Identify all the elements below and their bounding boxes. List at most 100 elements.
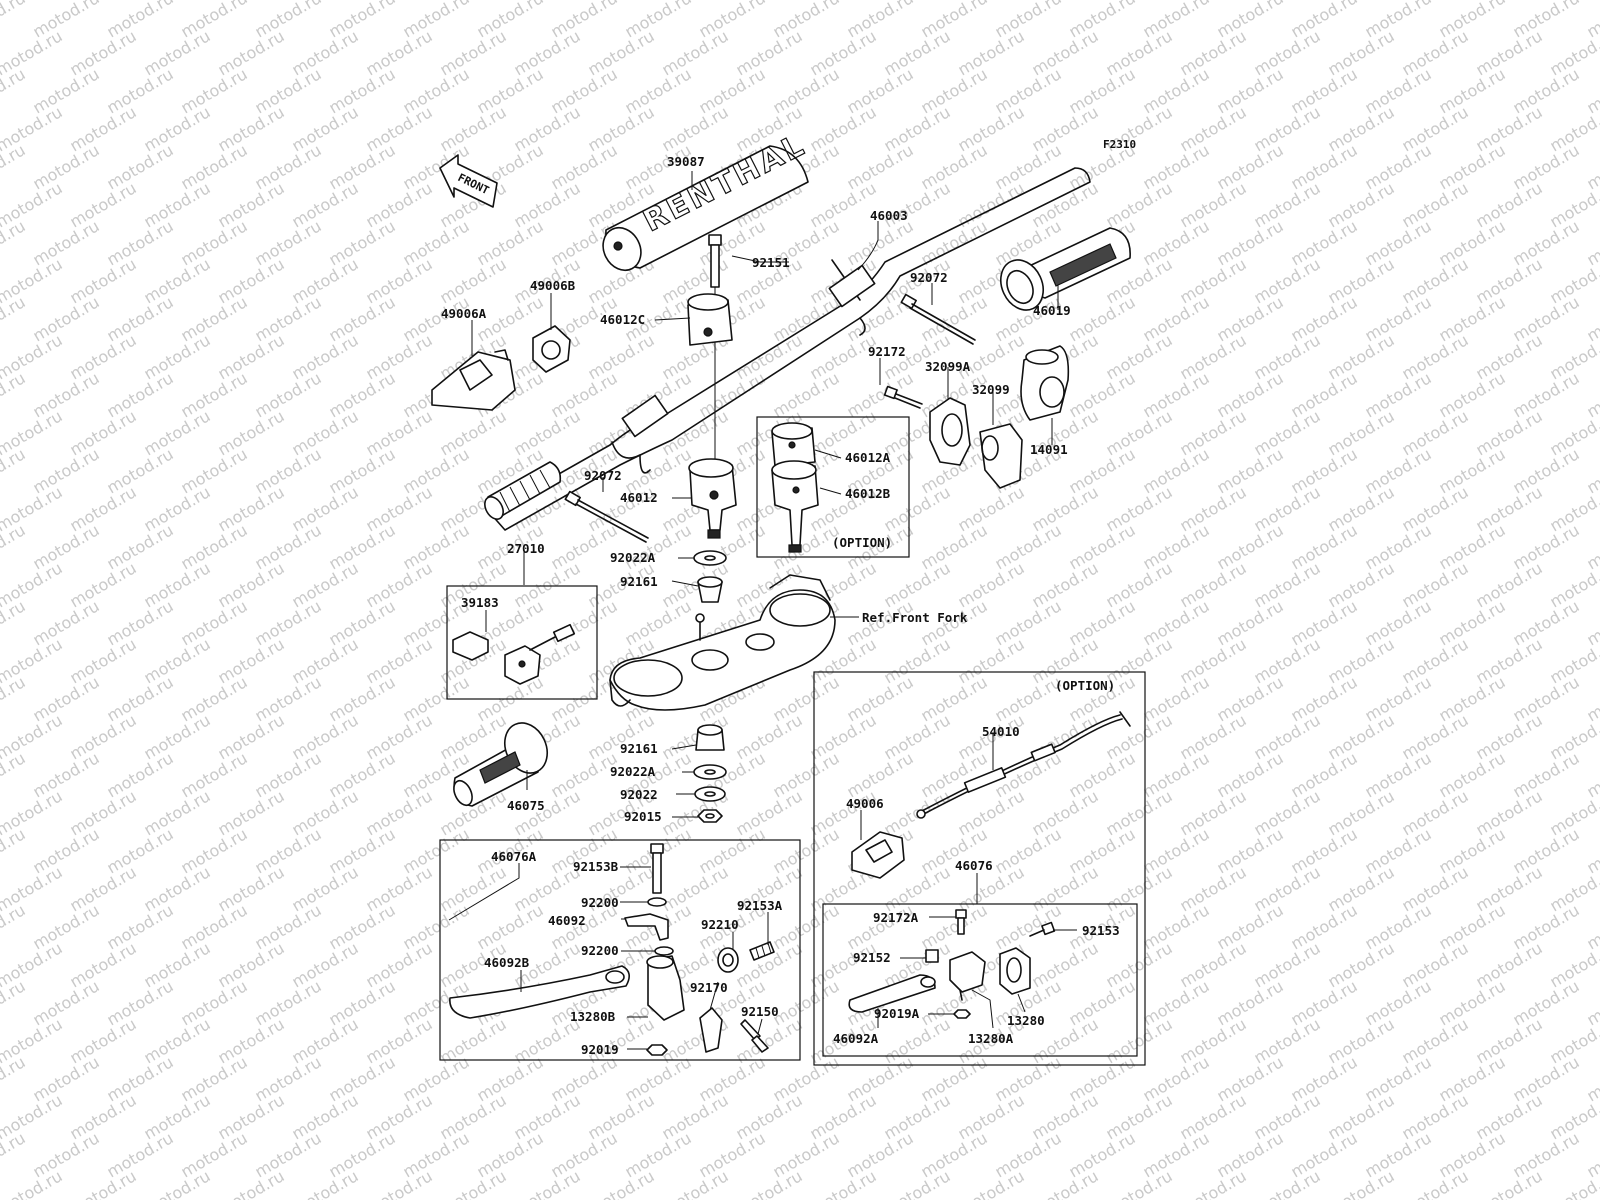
- watermark-text: motod.ru: [363, 1090, 436, 1143]
- watermark-text: motod.ru: [1362, 1128, 1435, 1181]
- part-label-54010: 54010: [982, 724, 1020, 739]
- watermark-text: motod.ru: [289, 482, 362, 535]
- watermark-text: motod.ru: [67, 634, 140, 687]
- part-label-32099: 32099: [972, 382, 1010, 397]
- watermark-text: motod.ru: [67, 938, 140, 991]
- watermark-text: motod.ru: [1029, 786, 1102, 839]
- watermark-text: motod.ru: [252, 292, 325, 345]
- watermark-text: motod.ru: [511, 406, 584, 459]
- watermark-text: motod.ru: [178, 596, 251, 649]
- watermark-text: motod.ru: [1103, 938, 1176, 991]
- watermark-text: motod.ru: [1325, 482, 1398, 535]
- part-label-92022A-lower: 92022A: [610, 764, 656, 779]
- watermark-text: motod.ru: [1214, 292, 1287, 345]
- watermark-text: motod.ru: [400, 520, 473, 573]
- watermark-text: motod.ru: [1510, 444, 1583, 497]
- part-label-46075: 46075: [507, 798, 545, 813]
- watermark-text: motod.ru: [1066, 292, 1139, 345]
- watermark-text: motod.ru: [585, 1090, 658, 1143]
- watermark-text: motod.ru: [252, 64, 325, 117]
- watermark-text: motod.ru: [807, 178, 880, 231]
- watermark-text: motod.ru: [1399, 1166, 1472, 1200]
- watermark-text: motod.ru: [141, 862, 214, 915]
- option-label-clutch: (OPTION): [1055, 678, 1115, 693]
- watermark-text: motod.ru: [326, 444, 399, 497]
- watermark-text: motod.ru: [215, 938, 288, 991]
- watermark-text: motod.ru: [30, 672, 103, 725]
- watermark-text: motod.ru: [1399, 938, 1472, 991]
- watermark-text: motod.ru: [67, 558, 140, 611]
- watermark-text: motod.ru: [1251, 254, 1324, 307]
- watermark-text: motod.ru: [1251, 558, 1324, 611]
- watermark-text: motod.ru: [548, 64, 621, 117]
- watermark-text: motod.ru: [1066, 368, 1139, 421]
- watermark-text: motod.ru: [1140, 1128, 1213, 1181]
- adjuster-92153A-icon: [749, 941, 775, 961]
- watermark-text: motod.ru: [1473, 938, 1546, 991]
- nut-92019-icon: [646, 1044, 668, 1056]
- watermark-text: motod.ru: [1436, 672, 1509, 725]
- watermark-text: motod.ru: [511, 102, 584, 155]
- watermark-text: motod.ru: [252, 1128, 325, 1181]
- throttle-grip-46019-icon: [1000, 227, 1131, 311]
- watermark-text: motod.ru: [215, 862, 288, 915]
- watermark-text: motod.ru: [104, 292, 177, 345]
- watermark-text: motod.ru: [1473, 330, 1546, 383]
- watermark-text: motod.ru: [955, 634, 1028, 687]
- watermark-text: motod.ru: [1103, 1090, 1176, 1143]
- watermark-text: motod.ru: [178, 824, 251, 877]
- watermark-text: motod.ru: [1214, 444, 1287, 497]
- watermark-text: motod.ru: [955, 26, 1028, 79]
- watermark-text: motod.ru: [178, 1052, 251, 1105]
- watermark-text: motod.ru: [30, 748, 103, 801]
- watermark-text: motod.ru: [1251, 330, 1324, 383]
- watermark-text: motod.ru: [1177, 330, 1250, 383]
- watermark-text: motod.ru: [215, 558, 288, 611]
- watermark-text: motod.ru: [1325, 1166, 1398, 1200]
- watermark-text: motod.ru: [1436, 748, 1509, 801]
- watermark-text: motod.ru: [289, 1166, 362, 1200]
- watermark-text: motod.ru: [1251, 862, 1324, 915]
- watermark-text: motod.ru: [326, 140, 399, 193]
- clutch-cable-54010-icon: [916, 711, 1131, 819]
- throttle-housing-32099A-icon: [929, 397, 971, 466]
- watermark-text: motod.ru: [1140, 672, 1213, 725]
- cable-guide-49006-icon: [851, 831, 905, 879]
- watermark-text: motod.ru: [696, 1128, 769, 1181]
- watermark-text: motod.ru: [1288, 672, 1361, 725]
- watermark-text: motod.ru: [1436, 596, 1509, 649]
- watermark-text: motod.ru: [141, 26, 214, 79]
- watermark-text: motod.ru: [178, 64, 251, 117]
- watermark-text: motod.ru: [474, 900, 547, 953]
- watermark-text: motod.ru: [659, 1166, 732, 1200]
- watermark-text: motod.ru: [363, 786, 436, 839]
- part-label-46076A: 46076A: [491, 849, 537, 864]
- part-label-92015: 92015: [624, 809, 662, 824]
- watermark-text: motod.ru: [770, 672, 843, 725]
- clamp-46012-icon: [688, 458, 737, 539]
- clamp-13280-icon: [999, 947, 1031, 995]
- watermark-text: motod.ru: [1399, 406, 1472, 459]
- watermark-text: motod.ru: [30, 216, 103, 269]
- watermark-text: motod.ru: [1251, 482, 1324, 535]
- adjuster-46092-icon: [624, 913, 669, 941]
- watermark-text: motod.ru: [252, 368, 325, 421]
- watermark-text: motod.ru: [1177, 938, 1250, 991]
- watermark-text: motod.ru: [1140, 368, 1213, 421]
- watermark-text: motod.ru: [1473, 482, 1546, 535]
- part-label-92170: 92170: [690, 980, 728, 995]
- watermark-text: motod.ru: [1325, 634, 1398, 687]
- watermark-text: motod.ru: [437, 102, 510, 155]
- watermark-text: motod.ru: [437, 254, 510, 307]
- watermark-text: motod.ru: [1214, 64, 1287, 117]
- watermark-text: motod.ru: [0, 64, 29, 117]
- watermark-text: motod.ru: [363, 1166, 436, 1200]
- watermark-text: motod.ru: [696, 824, 769, 877]
- watermark-text: motod.ru: [178, 140, 251, 193]
- diagram-code: F2310: [1103, 138, 1136, 151]
- watermark-text: motod.ru: [1251, 1090, 1324, 1143]
- watermark-text: motod.ru: [1103, 558, 1176, 611]
- watermark-text: motod.ru: [1473, 862, 1546, 915]
- watermark-text: motod.ru: [252, 140, 325, 193]
- tie-wrap-92072-left-icon: [564, 490, 649, 543]
